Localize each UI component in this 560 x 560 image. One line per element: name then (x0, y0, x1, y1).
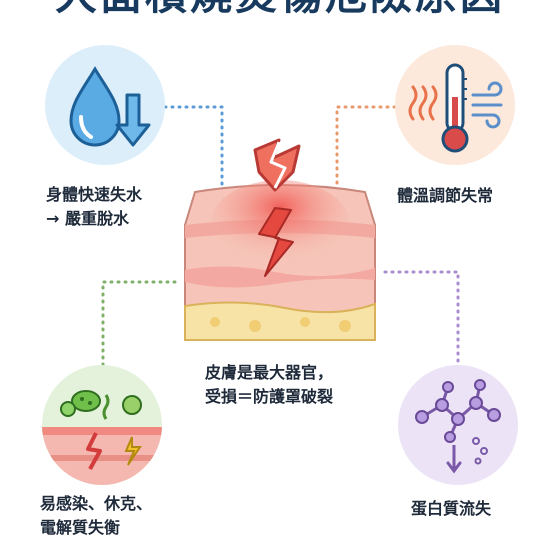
thermometer-heat-wind-icon (408, 63, 503, 153)
water-loss-circle (45, 45, 165, 165)
connector-protein (383, 270, 460, 367)
connector-temp (335, 105, 397, 192)
label-water-loss-line1: 身體快速失水 (46, 185, 143, 204)
page-title: 大面積燒燙傷危險原因 (0, 0, 560, 16)
label-infection: 易感染、休克、 電解質失衡 (40, 492, 152, 540)
protein-molecule-icon (415, 379, 501, 474)
protein-circle (398, 365, 518, 485)
label-water-loss-line2: → 嚴重脫水 (46, 209, 129, 228)
label-protein: 蛋白質流失 (411, 497, 491, 521)
connector-infection (101, 280, 177, 367)
label-center-line2: 受損＝防護罩破裂 (205, 387, 334, 406)
label-temperature: 體溫調節失常 (397, 184, 493, 208)
temperature-circle (395, 45, 515, 165)
label-water-loss: 身體快速失水 → 嚴重脫水 (46, 183, 142, 231)
label-infection-line1: 易感染、休克、 (40, 494, 153, 513)
connector-water (163, 105, 224, 192)
label-center: 皮膚是最大器官， 受損＝防護罩破裂 (205, 361, 333, 409)
label-infection-line2: 電解質失衡 (40, 518, 121, 537)
label-protein-line1: 蛋白質流失 (411, 499, 492, 518)
label-center-line1: 皮膚是最大器官， (205, 363, 334, 382)
water-drop-down-arrow-icon (69, 66, 151, 147)
label-temperature-line1: 體溫調節失常 (397, 186, 494, 205)
germs-broken-skin-icon (42, 390, 162, 485)
skin-cross-section-illustration (184, 138, 376, 341)
infection-circle (42, 365, 162, 485)
